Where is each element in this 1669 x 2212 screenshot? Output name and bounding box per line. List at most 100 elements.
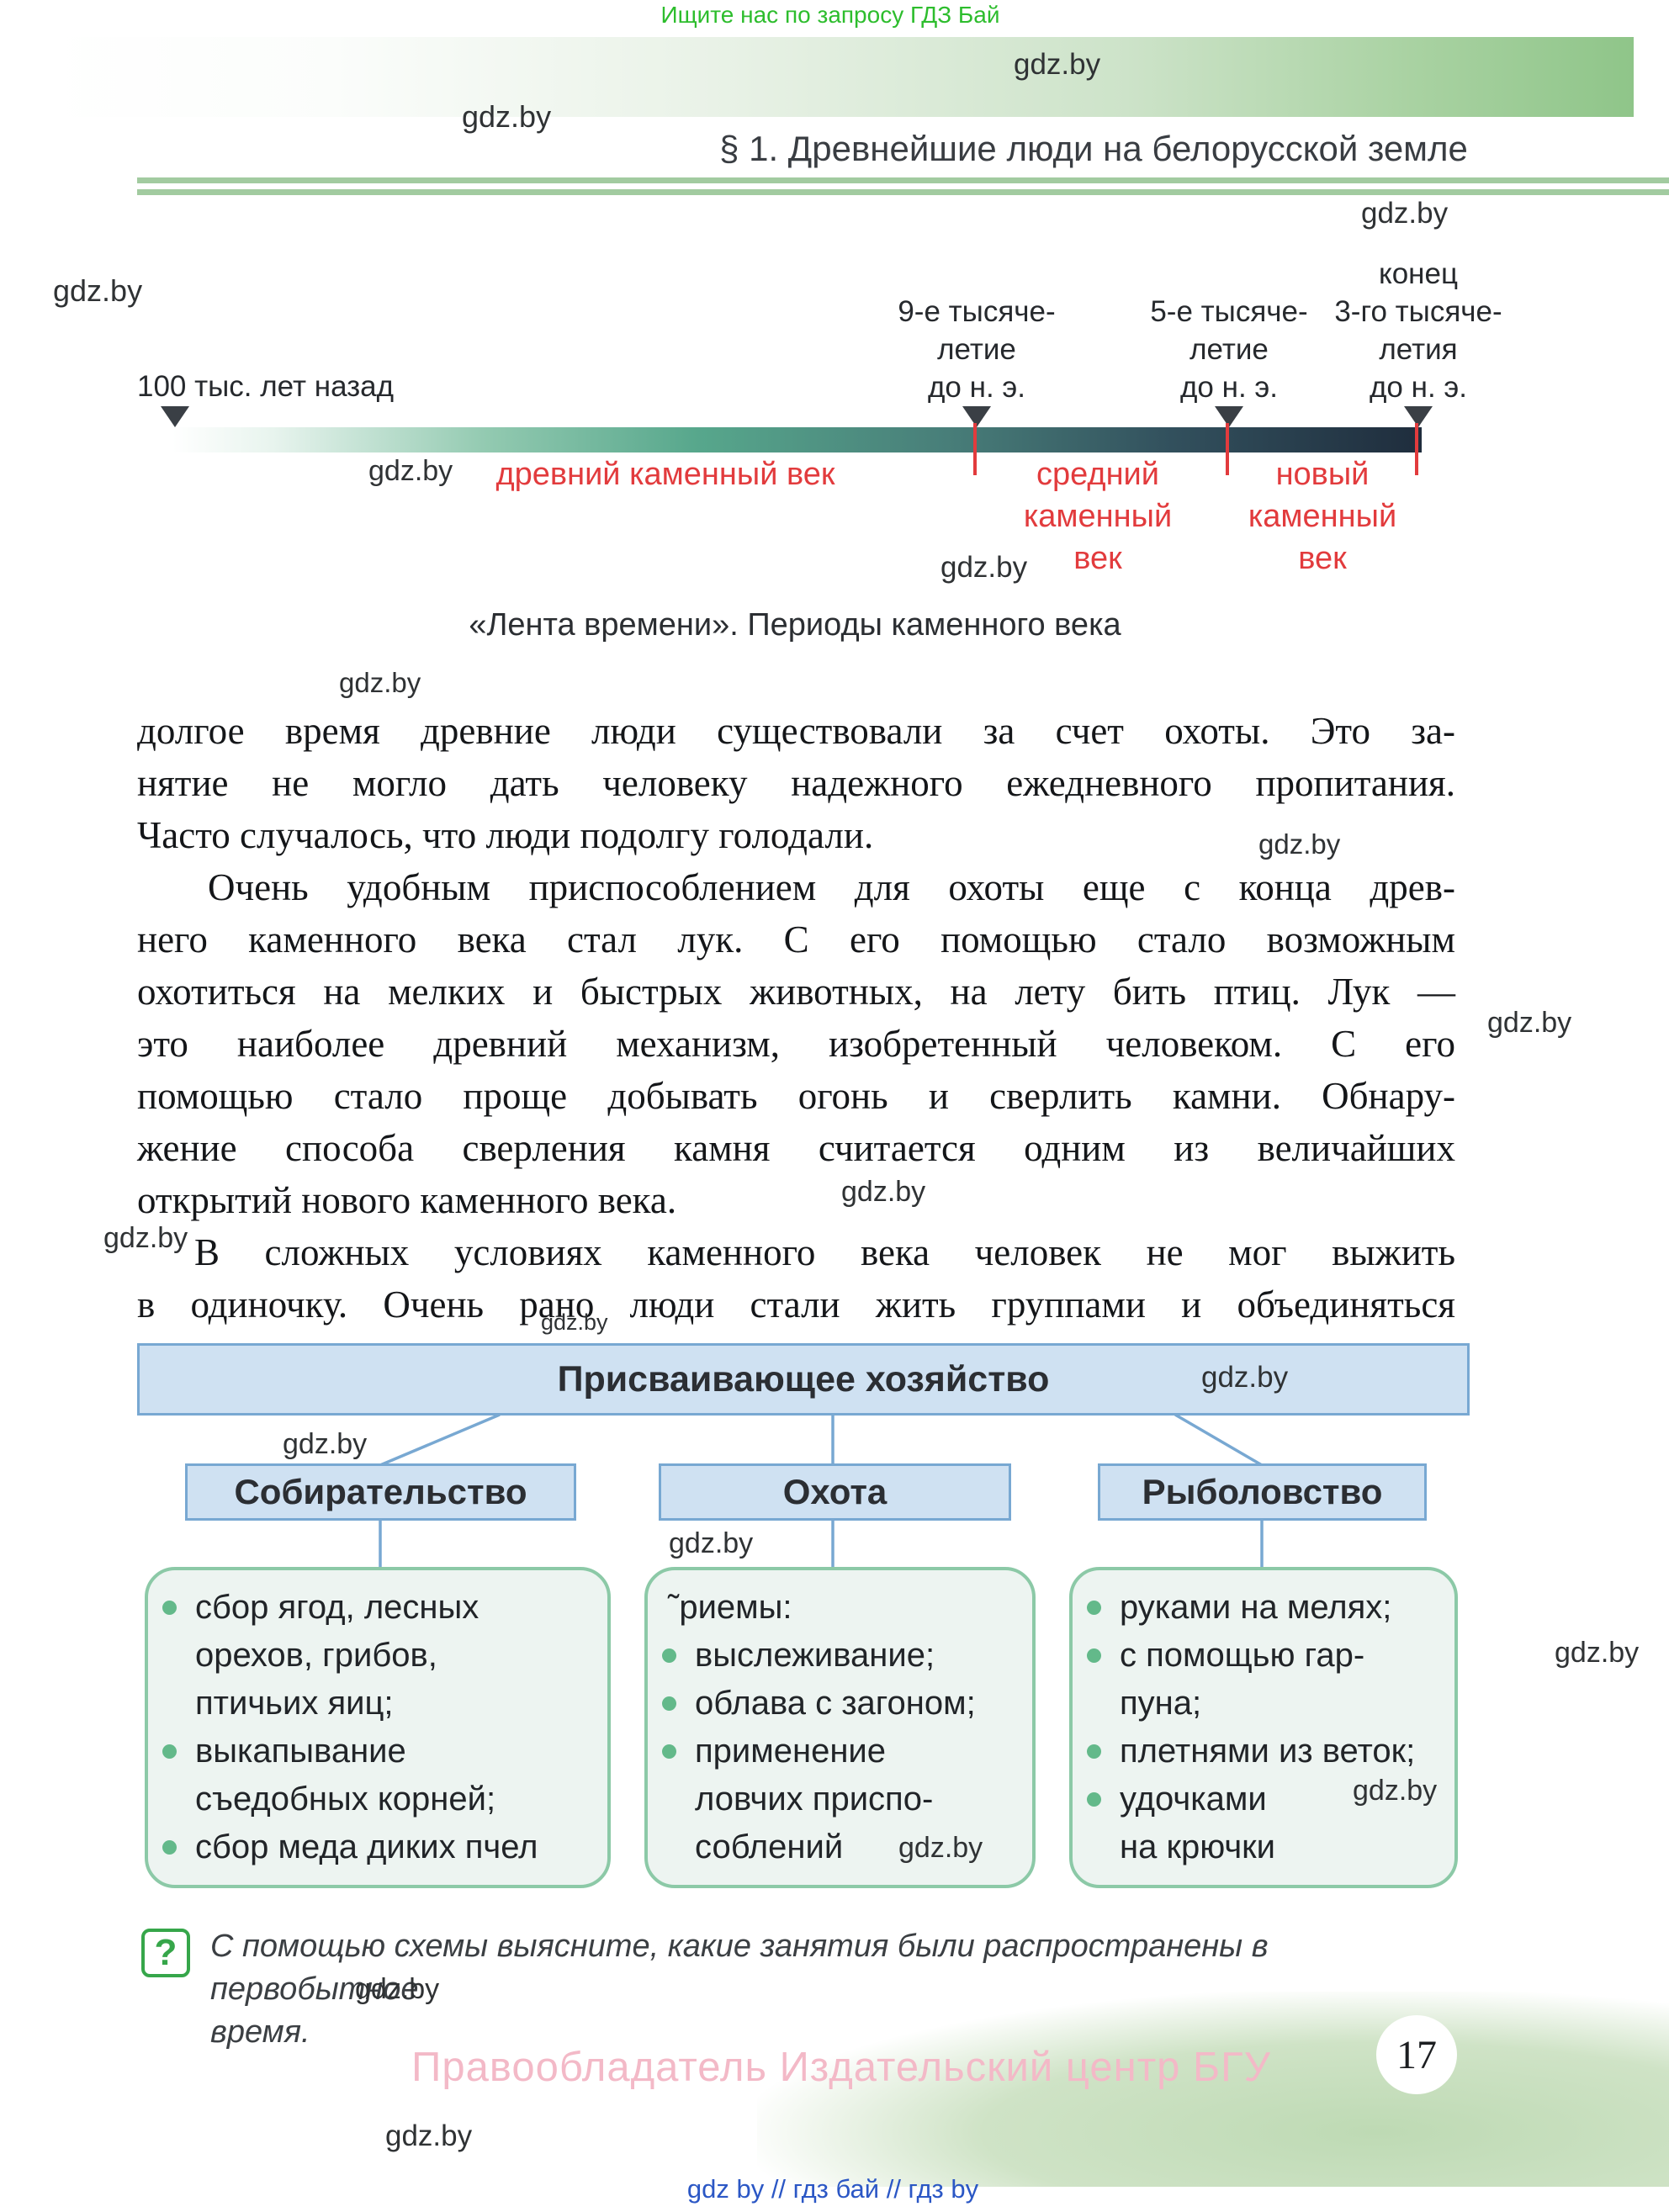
list-item-line: ловчих приспо-: [695, 1781, 934, 1818]
list-item-line: ловчих приспо-: [648, 1775, 1027, 1823]
timeline-start-label: 100 тыс. лет назад: [137, 370, 395, 403]
timeline-marker-5th-millennium: 5-е тысяче- летие до н. э.: [1103, 293, 1355, 406]
diagram-branch-hunting: Охота: [659, 1463, 1011, 1521]
period-line: средний: [1036, 457, 1160, 492]
watermark: gdz.by: [1487, 1007, 1572, 1039]
body-line: жение способа сверления камня считается …: [137, 1127, 1455, 1169]
diagram-branch-gathering: Собирательство: [185, 1463, 576, 1521]
watermark: gdz.by: [1201, 1361, 1289, 1394]
bullet-icon: [1087, 1601, 1101, 1615]
marker-line: до н. э.: [1180, 371, 1278, 404]
list-item-line: соблений: [695, 1828, 844, 1865]
body-line: него каменного века стал лук. С его помо…: [137, 918, 1455, 960]
watermark: gdz.by: [53, 273, 143, 308]
top-gradient-banner: [49, 37, 1634, 117]
watermark: gdz.by: [355, 1973, 440, 2005]
timeline-tick: [1415, 423, 1418, 475]
body-line: это наиболее древний механизм, изобретен…: [137, 1023, 1455, 1065]
list-item-line: облава с загоном;: [695, 1685, 976, 1722]
bullet-icon: [662, 1648, 676, 1663]
watermark: gdz.by: [1361, 197, 1449, 230]
list-item-line: соблений: [648, 1823, 1027, 1871]
list-item: сбор меда диких пчел: [148, 1823, 602, 1871]
body-line: нятие не могло дать человеку надежного е…: [137, 762, 1455, 804]
period-line: каменный: [1023, 499, 1173, 534]
period-line: новый: [1275, 457, 1370, 492]
list-item-line: сбор меда диких пчел: [195, 1828, 538, 1865]
list-item: выслеживание;: [648, 1632, 1027, 1680]
list-item-line: выкапывание: [195, 1733, 406, 1770]
marker-line: до н. э.: [928, 371, 1025, 404]
page-number-badge: 17: [1376, 2015, 1457, 2094]
body-line: В сложных условиях каменного века челове…: [194, 1231, 1455, 1273]
promo-text: Ищите нас по запросу ГДЗ Бай: [660, 2, 1000, 28]
watermark: gdz.by: [385, 2119, 473, 2152]
watermark: gdz.by: [940, 551, 1028, 584]
list-item: применение: [648, 1728, 1027, 1775]
body-line: охотиться на мелких и быстрых животных, …: [137, 971, 1455, 1013]
list-item-line: пуна;: [1073, 1680, 1449, 1728]
watermark: gdz.by: [541, 1310, 608, 1335]
marker-line: летие: [937, 333, 1016, 366]
watermark: gdz.by: [283, 1428, 368, 1460]
bullet-icon: [662, 1696, 676, 1711]
list-item-line: на крючки: [1120, 1828, 1275, 1865]
bullet-icon: [162, 1744, 177, 1759]
timeline-arrow-icon: [161, 406, 189, 427]
timeline-bar: [172, 427, 1422, 452]
list-item: облава с загоном;: [648, 1680, 1027, 1728]
branch-label: Охота: [782, 1472, 887, 1511]
list-item-line: руками на мелях;: [1120, 1589, 1392, 1626]
bullet-icon: [1087, 1648, 1101, 1663]
watermark: gdz.by: [339, 667, 421, 698]
timeline-tick: [1226, 423, 1229, 475]
branch-label: Рыболовство: [1142, 1472, 1383, 1511]
watermark: gdz.by: [1353, 1775, 1438, 1807]
title-rule-top: [137, 177, 1669, 183]
list-item-line: удочками: [1120, 1781, 1267, 1818]
body-line: долгое время древние люди существовали з…: [137, 710, 1455, 752]
list-item-line: выслеживание;: [695, 1637, 935, 1674]
body-line: открытий нового каменного века.: [137, 1179, 677, 1221]
list-item: руками на мелях;: [1073, 1584, 1449, 1632]
branch-label: Собирательство: [234, 1472, 527, 1511]
list-item: с помощью гар-: [1073, 1632, 1449, 1680]
list-item: сбор ягод, лесных: [148, 1584, 602, 1632]
fishing-details-box: руками на мелях; с помощью гар- пуна; пл…: [1069, 1567, 1458, 1888]
period-old-stone-age: древний каменный век: [413, 453, 918, 495]
hunting-details-box: ˜риемы: выслеживание; облава с загоном; …: [644, 1567, 1036, 1888]
question-icon: ?: [141, 1929, 190, 1977]
marker-line: конец: [1378, 257, 1458, 290]
body-line: помощью стало проще добывать огонь и све…: [137, 1075, 1455, 1117]
list-item-line: орехов, грибов,: [195, 1637, 437, 1674]
list-item-line: съедобных корней;: [148, 1775, 602, 1823]
timeline-arrow-icon: [962, 406, 991, 427]
timeline-arrow-icon: [1404, 406, 1433, 427]
list-item-line: с помощью гар-: [1120, 1637, 1365, 1674]
list-header: ˜риемы:: [668, 1589, 792, 1626]
marker-line: летия: [1379, 333, 1458, 366]
list-item-line: пуна;: [1120, 1685, 1202, 1722]
marker-line: 9-е тысяче-: [898, 295, 1056, 328]
list-item-line: орехов, грибов,: [148, 1632, 602, 1680]
diagram-root-label: Присваивающее хозяйство: [557, 1358, 1050, 1400]
period-line: век: [1298, 541, 1347, 576]
body-line: Очень удобным приспособлением для охоты …: [208, 866, 1455, 908]
copyright-text: Правообладатель Издательский центр БГУ: [411, 2045, 1271, 2090]
bottom-gradient-banner: [757, 1992, 1669, 2187]
list-item-line: съедобных корней;: [195, 1781, 496, 1818]
watermark: gdz.by: [103, 1222, 188, 1254]
question-text: С помощью схемы выясните, какие занятия …: [210, 1925, 1447, 2054]
bullet-icon: [1087, 1744, 1101, 1759]
footer-links[interactable]: gdz by // гдз бай // гдз by: [686, 2174, 979, 2204]
list-item: плетнями из веток;: [1073, 1728, 1449, 1775]
timeline-tick: [973, 423, 977, 475]
timeline-caption: «Лента времени». Периоды каменного века: [469, 607, 1121, 643]
period-line: век: [1073, 541, 1122, 576]
marker-line: летие: [1189, 333, 1269, 366]
watermark: gdz.by: [1014, 48, 1101, 81]
watermark: gdz.by: [368, 455, 453, 487]
title-rule-bottom: [137, 189, 1669, 195]
list-item: выкапывание: [148, 1728, 602, 1775]
